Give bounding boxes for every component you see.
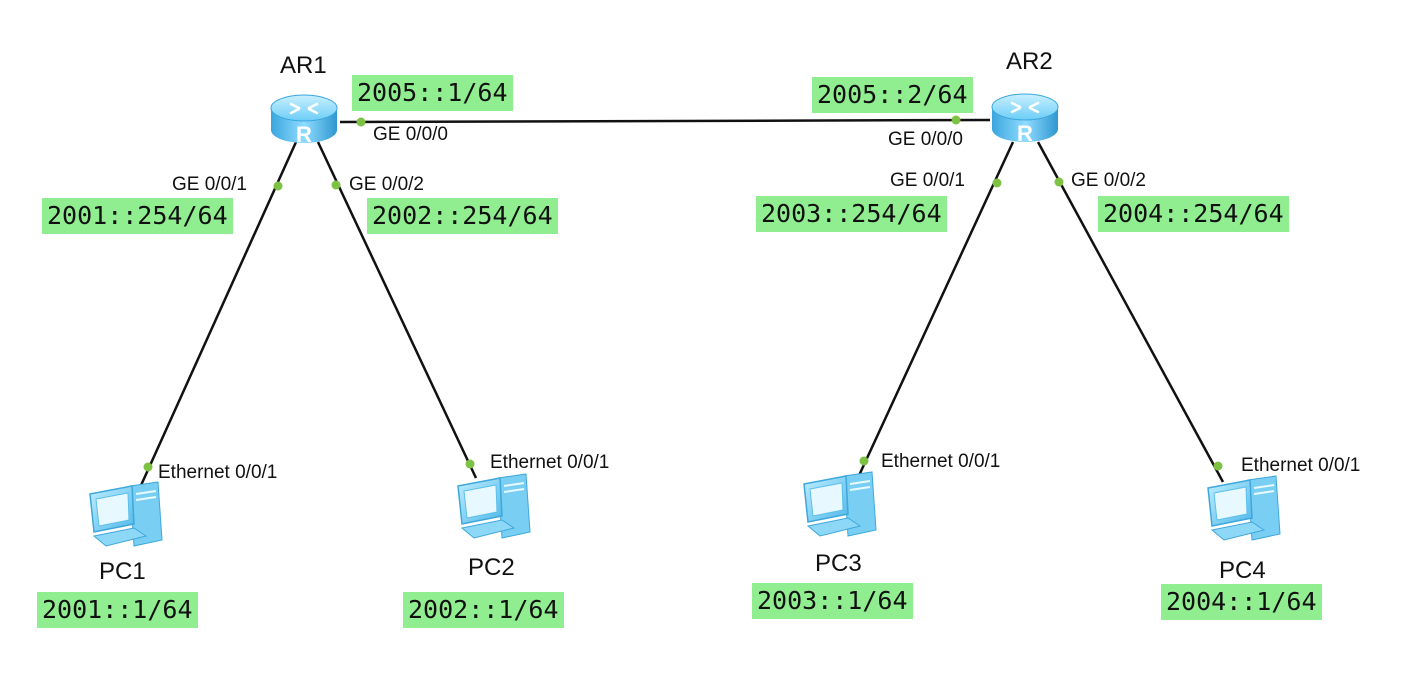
port-label-ar1-ge001: GE 0/0/1 [172,174,247,195]
port-label-pc1-eth: Ethernet 0/0/1 [158,462,278,483]
port-dot [465,459,475,469]
device-label-ar2: AR2 [1006,48,1053,75]
device-label-pc4: PC4 [1219,557,1266,584]
device-label-pc2: PC2 [468,554,515,581]
address-badge-ar1-ge002: 2002::254/64 [367,198,558,234]
link-ar2-pc4 [1036,141,1225,483]
port-dot [356,117,366,127]
port-dot [1054,177,1064,187]
port-label-ar1-ge002: GE 0/0/2 [349,174,424,195]
address-badge-pc4: 2004::1/64 [1161,584,1322,620]
address-badge-ar1-ge001: 2001::254/64 [42,198,233,234]
port-dot [143,462,153,472]
address-badge-ar2-ge001: 2003::254/64 [756,196,947,232]
link-ar2-pc3 [854,141,1015,483]
device-label-ar1: AR1 [280,52,327,79]
pc-icon[interactable] [457,473,531,539]
device-label-pc3: PC3 [815,550,862,577]
port-label-ar1-ge000: GE 0/0/0 [373,124,448,145]
port-label-pc2-eth: Ethernet 0/0/1 [490,452,610,473]
router-icon[interactable] [269,93,339,148]
port-label-ar2-ge001: GE 0/0/1 [890,170,965,191]
port-dot [951,115,961,125]
port-label-ar2-ge000: GE 0/0/0 [888,129,963,150]
device-label-pc1: PC1 [99,558,146,585]
address-badge-ar2-ge002: 2004::254/64 [1098,196,1289,232]
pc-icon[interactable] [803,471,877,537]
port-label-pc3-eth: Ethernet 0/0/1 [881,451,1001,472]
address-badge-ar1-ge000: 2005::1/64 [352,75,513,111]
link-ar1-pc1 [136,141,298,493]
pc-icon[interactable] [1207,475,1281,541]
port-dot [992,178,1002,188]
link-ar1-pc2 [316,141,478,479]
port-dot [859,456,869,466]
port-label-pc4-eth: Ethernet 0/0/1 [1241,455,1361,476]
address-badge-pc1: 2001::1/64 [37,592,198,628]
port-dot [331,180,341,190]
address-badge-pc2: 2002::1/64 [403,592,564,628]
address-badge-pc3: 2003::1/64 [752,583,913,619]
link-ar1-ar2 [339,118,991,124]
port-label-ar2-ge002: GE 0/0/2 [1071,170,1146,191]
router-icon[interactable] [990,92,1060,147]
address-badge-ar2-ge000: 2005::2/64 [812,77,973,113]
port-dot [273,181,283,191]
port-dot [1213,461,1223,471]
pc-icon[interactable] [89,481,163,547]
